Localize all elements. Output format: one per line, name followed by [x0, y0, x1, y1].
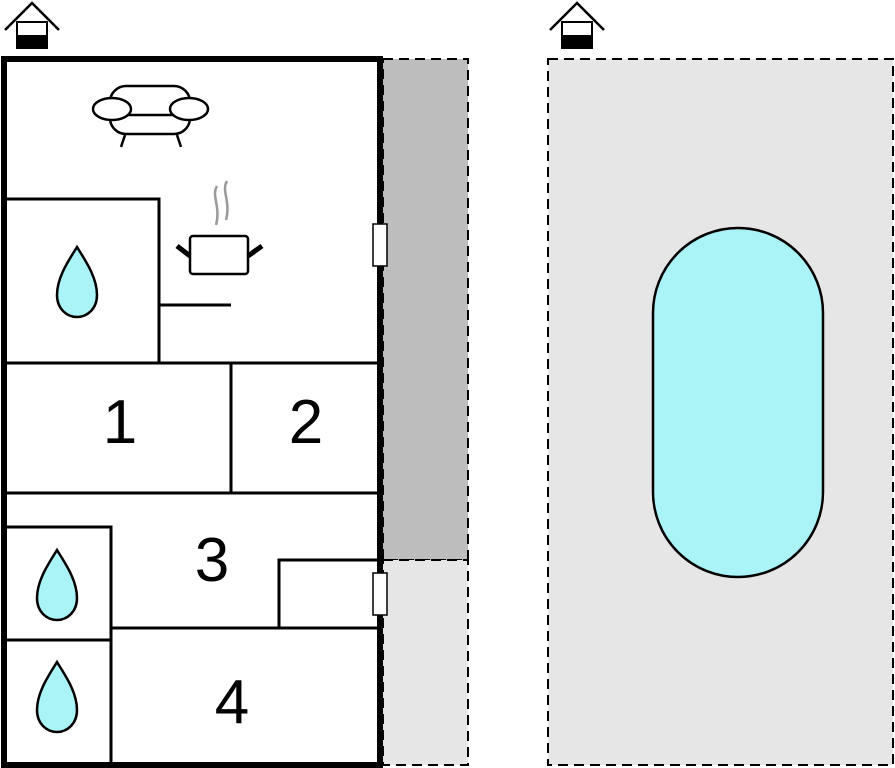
cooking-pot-icon	[175, 180, 264, 276]
pool-icon	[651, 226, 825, 579]
sofa-icon	[91, 84, 210, 148]
room-label-3: 3	[195, 526, 229, 595]
terrace-covered	[382, 58, 469, 561]
room-label-1: 1	[103, 388, 137, 457]
room-label-2: 2	[289, 388, 323, 457]
terrace-open	[382, 559, 469, 766]
house-icon	[548, 1, 606, 50]
room-label-4: 4	[215, 668, 249, 737]
house-icon	[3, 1, 61, 50]
door	[372, 572, 388, 616]
house-outline	[1, 56, 383, 768]
interior-walls	[6, 197, 380, 763]
door	[372, 223, 388, 267]
